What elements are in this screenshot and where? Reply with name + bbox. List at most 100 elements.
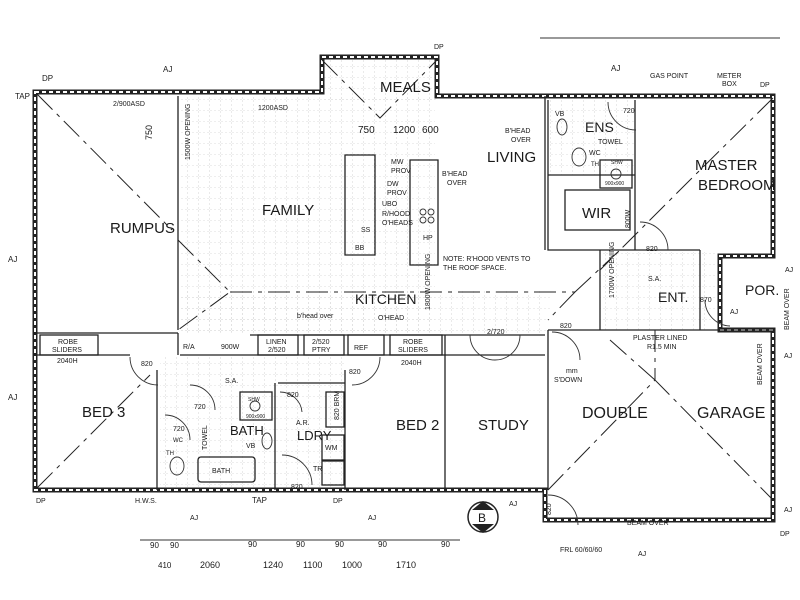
opening-label: 1700W OPENING [609,242,616,298]
door-label: 870 [700,297,712,304]
door-label: 820 [349,369,361,376]
label: 820 BRM [334,391,341,420]
label: UBO [382,201,398,208]
door-label: 820 [646,246,658,253]
aj-label: AJ [163,65,172,74]
label: R/HOOD [382,211,410,218]
internal-walls [35,96,773,490]
meter-box-label: METER [717,73,742,80]
door-label: 820 [141,361,153,368]
aj-label: AJ [8,255,17,264]
room-family: FAMILY [262,202,314,219]
label: VB [246,443,256,450]
label: R/A [183,344,195,351]
label: WC [173,438,184,444]
aj-label: AJ [368,515,376,522]
meter-box-label: BOX [722,81,737,88]
label: HP [423,235,433,242]
dimension-label: 1240 [263,560,283,570]
label: B'HEAD [505,128,530,135]
note-label: NOTE: R'HOOD VENTS TO [443,256,531,263]
section-label: B [478,511,486,525]
aj-label: AJ [784,507,792,514]
room-study: STUDY [478,417,529,434]
aj-label: AJ [638,551,646,558]
room-kitchen: KITCHEN [355,291,416,307]
label: 2/520 [312,339,330,346]
label: FRL 60/60/60 [560,547,602,554]
door-label: 720 [194,404,206,411]
section-marker-b [467,501,499,533]
label: 900W [221,344,240,351]
label: DW [387,181,399,188]
downpipe-label: DP [780,531,790,538]
door-label: 2/720 [487,329,505,336]
downpipe-label: DP [42,74,53,83]
label: PROV [391,168,411,175]
door-label: 720 [173,426,185,433]
dimension-label: 600 [422,125,439,136]
room-bed-2: BED 2 [396,417,439,434]
room-wir: WIR [582,205,611,222]
dimension-label: 90 [248,540,257,549]
label: TH [591,162,599,168]
dimension-label: 1710 [396,560,416,570]
doors [129,101,731,526]
room-ent: ENT. [658,289,688,305]
dimension-label: 90 [378,540,387,549]
downpipe-label: DP [333,498,343,505]
labels-layer: MEALSFAMILYRUMPUSLIVINGKITCHENENSMASTERB… [8,44,793,570]
roof-hip-lines [36,59,774,501]
label: ROBE [58,339,78,346]
opening-label: 1800W OPENING [425,254,432,310]
label: 900x900 [605,181,624,187]
room-master-bedroom: BEDROOM [698,177,776,194]
opening-label: 1500W OPENING [185,104,192,160]
room-bed-3: BED 3 [82,404,125,421]
door-label: 820 [560,323,572,330]
door-label: 820 [546,503,553,515]
dimension-label: 2060 [200,560,220,570]
downpipe-label: DP [760,82,770,89]
label: MW [391,159,404,166]
room-master-bedroom: MASTER [695,157,758,174]
label: S'DOWN [554,377,582,384]
label: 2/520 [268,347,286,354]
label: 800W [625,209,632,228]
door-label: 820 [291,484,303,491]
aj-label: AJ [785,267,793,274]
label: REF [354,345,368,352]
dimension-label: 750 [144,125,154,140]
aj-label: AJ [509,501,517,508]
window-label: 2/900ASD [113,101,145,108]
label: OVER [447,180,467,187]
dimension-label: 1000 [342,560,362,570]
dimension-label: 1100 [303,560,322,570]
label: TR [313,466,322,473]
label: PLASTER LINED [633,335,687,342]
dimension-label: 1200 [393,125,416,136]
label: TH [166,451,174,457]
label: BEAM OVER [784,288,791,330]
label: SLIDERS [52,347,82,354]
label: BB [355,245,365,252]
label: VB [555,111,565,118]
aj-label: AJ [190,515,198,522]
room-double-garage: GARAGE [697,405,765,422]
dimension-lines [140,37,780,541]
label: 900x900 [246,414,265,420]
aj-label: AJ [784,353,792,360]
label: R1.5 MIN [647,344,677,351]
room-por: POR. [745,282,779,298]
label: SS [361,227,371,234]
room-meals: MEALS [380,79,431,96]
label: O'HEAD [378,315,404,322]
tiled-floor [160,60,715,490]
aj-label: AJ [8,393,17,402]
label: 2040H [401,360,422,367]
label: A.R. [296,420,310,427]
dimension-label: 90 [150,541,159,550]
label: PROV [387,190,407,197]
smoke-alarm-label: S.A. [225,378,238,385]
